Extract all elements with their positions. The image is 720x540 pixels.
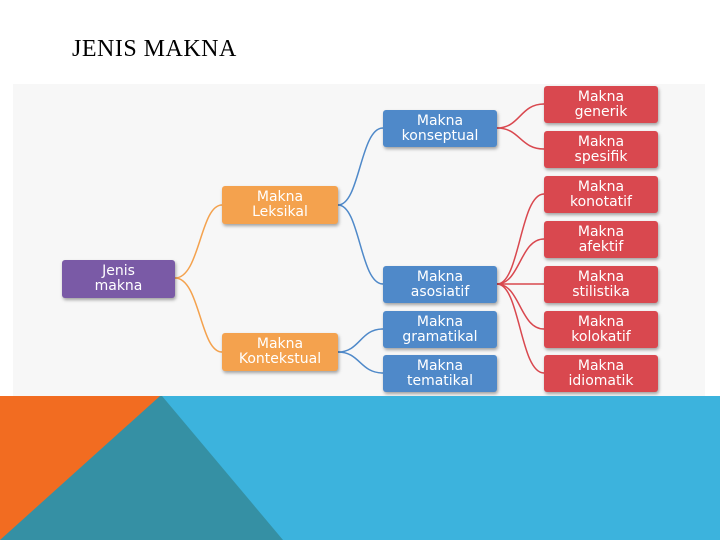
node-makna-generik: Makna generik (544, 86, 658, 123)
node-makna-tematikal: Makna tematikal (383, 355, 497, 392)
node-makna-leksikal: Makna Leksikal (222, 186, 338, 224)
connector-root-leksikal (174, 204, 223, 279)
connector-asosiatif-konotatif (496, 193, 545, 285)
node-makna-konseptual: Makna konseptual (383, 110, 497, 147)
decorative-bottom-band (0, 396, 720, 540)
connector-asosiatif-afektif (496, 238, 545, 285)
connector-leksikal-asosiatif (337, 204, 384, 285)
node-makna-gramatikal: Makna gramatikal (383, 311, 497, 348)
node-makna-stilistika: Makna stilistika (544, 266, 658, 303)
node-makna-kontekstual: Makna Kontekstual (222, 333, 338, 371)
connector-kontekstual-gramatikal (337, 328, 384, 353)
node-makna-afektif: Makna afektif (544, 221, 658, 258)
connector-asosiatif-idiomatik (496, 283, 545, 374)
node-jenis-makna: Jenis makna (62, 260, 175, 298)
node-makna-kolokatif: Makna kolokatif (544, 311, 658, 348)
node-makna-konotatif: Makna konotatif (544, 176, 658, 213)
connector-konseptual-generik (496, 103, 545, 129)
slide-title: JENIS MAKNA (72, 36, 237, 62)
node-makna-asosiatif: Makna asosiatif (383, 266, 497, 303)
connector-kontekstual-tematikal (337, 351, 384, 374)
node-makna-spesifik: Makna spesifik (544, 131, 658, 168)
connector-konseptual-spesifik (496, 127, 545, 150)
node-makna-idiomatik: Makna idiomatik (544, 355, 658, 392)
connector-root-kontekstual (174, 277, 223, 353)
connector-asosiatif-kolokatif (496, 283, 545, 330)
connector-leksikal-konseptual (337, 127, 384, 206)
